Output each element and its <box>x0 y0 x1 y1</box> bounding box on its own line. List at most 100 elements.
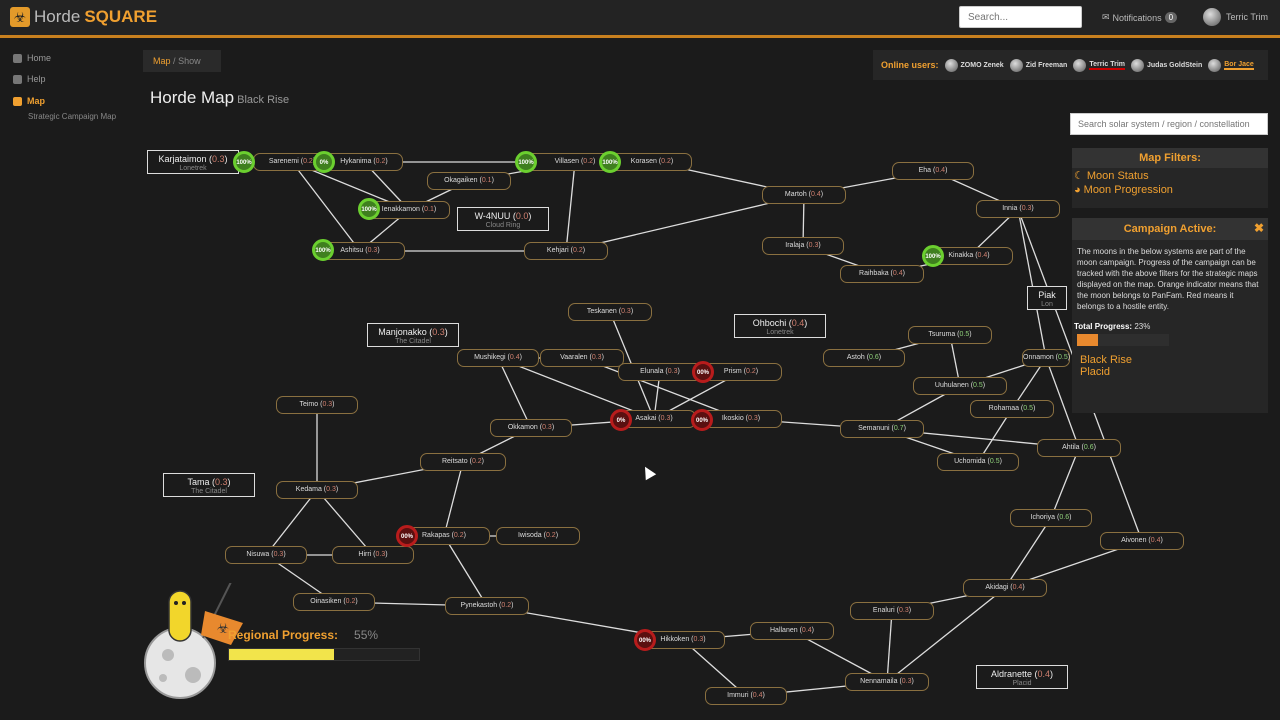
region-name: W-4NUU ( <box>474 211 516 221</box>
online-user[interactable]: ZOMO Zenek <box>944 58 1004 72</box>
region-node[interactable]: Aldranette (0.4)Placid <box>976 665 1068 689</box>
region-node[interactable]: Tama (0.3)The Citadel <box>163 473 255 497</box>
solar-system-node[interactable]: Semanuni (0.7) <box>840 420 924 438</box>
solar-system-node[interactable]: Pynekastoh (0.2) <box>445 597 529 615</box>
solar-system-node[interactable]: Rakapas (0.2) <box>398 527 490 545</box>
solar-system-node[interactable]: Rohamaa (0.5) <box>970 400 1054 418</box>
moon-progress-marker[interactable]: 00% <box>634 629 656 651</box>
region-node[interactable]: Manjonakko (0.3)The Citadel <box>367 323 459 347</box>
solar-system-node[interactable]: Reitsato (0.2) <box>420 453 506 471</box>
online-user[interactable]: Bor Jace <box>1208 58 1254 72</box>
system-paren: ) <box>519 354 522 361</box>
security-status: 0.5 <box>1058 354 1068 361</box>
security-status: 0.3 <box>322 401 333 408</box>
solar-system-node[interactable]: Raihbaka (0.4) <box>840 265 924 283</box>
region-node[interactable]: Karjataimon (0.3)Lonetrek <box>147 150 239 174</box>
moon-progress-marker[interactable]: 100% <box>515 151 537 173</box>
solar-system-node[interactable]: Innia (0.3) <box>976 200 1060 218</box>
solar-system-node[interactable]: Ikoskio (0.3) <box>700 410 782 428</box>
online-user[interactable]: Judas GoldStein <box>1131 58 1202 72</box>
solar-system-node[interactable]: Akidagi (0.4) <box>963 579 1047 597</box>
solar-system-node[interactable]: Tsuruma (0.5) <box>908 326 992 344</box>
region-name: Piak <box>1038 290 1056 300</box>
system-paren: ) <box>582 247 586 254</box>
moon-progress-marker[interactable]: 0% <box>313 151 335 173</box>
notifications-button[interactable]: ✉ Notifications 0 <box>1102 12 1178 23</box>
sidebar-item-map[interactable]: Map <box>13 96 45 106</box>
solar-system-node[interactable]: Uuhulanen (0.5) <box>913 377 1007 395</box>
map-search-input[interactable] <box>1070 113 1268 135</box>
solar-system-node[interactable]: Oinasiken (0.2) <box>293 593 375 611</box>
online-user[interactable]: Zid Freeman <box>1009 58 1067 72</box>
solar-system-node[interactable]: Immuri (0.4) <box>705 687 787 705</box>
system-paren: ) <box>377 247 380 254</box>
solar-system-node[interactable]: Okkamon (0.3) <box>490 419 572 437</box>
user-menu[interactable]: Terric Trim <box>1203 8 1268 26</box>
solar-system-node[interactable]: Ichoriya (0.6) <box>1010 509 1092 527</box>
moon-progress-marker[interactable]: 00% <box>691 409 713 431</box>
sidebar-subitem-strategic-map[interactable]: Strategic Campaign Map <box>28 112 117 121</box>
moon-progress-marker[interactable]: 100% <box>599 151 621 173</box>
solar-system-node[interactable]: Astoh (0.6) <box>823 349 905 367</box>
solar-system-node[interactable]: Ashitsu (0.3) <box>315 242 405 260</box>
system-paren: ) <box>820 191 824 198</box>
solar-system-node[interactable]: Eha (0.4) <box>892 162 974 180</box>
solar-system-node[interactable]: Prism (0.2) <box>700 363 782 381</box>
moon-progress-marker[interactable]: 100% <box>312 239 334 261</box>
solar-system-node[interactable]: Nennamaila (0.3) <box>845 673 929 691</box>
region-node[interactable]: W-4NUU (0.0)Cloud Ring <box>457 207 549 231</box>
solar-system-node[interactable]: Korasen (0.2) <box>612 153 692 171</box>
solar-system-node[interactable]: Iwisoda (0.2) <box>496 527 580 545</box>
solar-system-node[interactable]: Kehjari (0.2) <box>524 242 608 260</box>
solar-system-node[interactable]: Hirri (0.3) <box>332 546 414 564</box>
moon-progress-marker[interactable]: 100% <box>922 245 944 267</box>
brand-logo[interactable]: ☣ Horde SQUARE <box>10 7 157 27</box>
solar-system-node[interactable]: Hallanen (0.4) <box>750 622 834 640</box>
filter-moon-progression[interactable]: ◕Moon Progression <box>1072 183 1268 197</box>
search-input[interactable] <box>959 6 1082 28</box>
solar-system-node[interactable]: Martoh (0.4) <box>762 186 846 204</box>
solar-system-node[interactable]: Uchomida (0.5) <box>937 453 1019 471</box>
solar-system-node[interactable]: Teskanen (0.3) <box>568 303 652 321</box>
moon-progress-marker[interactable]: 00% <box>396 525 418 547</box>
solar-system-node[interactable]: Ahtila (0.6) <box>1037 439 1121 457</box>
jump-connection <box>1050 447 1080 519</box>
moon-progress-marker[interactable]: 0% <box>610 409 632 431</box>
solar-system-node[interactable]: Hykanima (0.2) <box>325 153 403 171</box>
sidebar-item-home[interactable]: Home <box>13 53 51 63</box>
sidebar-item-help[interactable]: Help <box>13 74 46 84</box>
system-name: Asakai ( <box>635 415 661 422</box>
solar-system-node[interactable]: Mushikegi (0.4) <box>457 349 539 367</box>
solar-system-node[interactable]: Ienakkamon (0.1) <box>368 201 450 219</box>
solar-system-node[interactable]: Vaaralen (0.3) <box>540 349 624 367</box>
solar-system-node[interactable]: Hikkoken (0.3) <box>641 631 725 649</box>
user-name: Terric Trim <box>1226 12 1268 22</box>
solar-system-node[interactable]: Teimo (0.3) <box>276 396 358 414</box>
system-paren: ) <box>999 458 1002 465</box>
solar-system-node[interactable]: Okagaiken (0.1) <box>427 172 511 190</box>
jump-connection <box>265 489 318 556</box>
solar-system-node[interactable]: Kinakka (0.4) <box>925 247 1013 265</box>
moon-progress-marker[interactable]: 100% <box>358 198 380 220</box>
breadcrumb-link-map[interactable]: Map <box>153 56 171 66</box>
moon-progress-marker[interactable]: 00% <box>692 361 714 383</box>
campaign-region-link[interactable]: Placid <box>1080 366 1110 378</box>
avatar <box>944 58 958 72</box>
close-icon[interactable]: ✖ <box>1253 221 1264 235</box>
online-user[interactable]: Terric Trim <box>1073 58 1125 72</box>
solar-system-node[interactable]: Asakai (0.3) <box>612 410 696 428</box>
solar-system-node[interactable]: Nisuwa (0.3) <box>225 546 307 564</box>
filter-moon-status[interactable]: ☾Moon Status <box>1072 168 1268 183</box>
solar-system-node[interactable]: Kedama (0.3) <box>276 481 358 499</box>
solar-system-node[interactable]: Aivonen (0.4) <box>1100 532 1184 550</box>
solar-system-node[interactable]: Elunala (0.3) <box>618 363 702 381</box>
solar-system-node[interactable]: Iralaja (0.3) <box>762 237 844 255</box>
region-node[interactable]: Ohbochi (0.4)Lonetrek <box>734 314 826 338</box>
solar-system-node[interactable]: Onnamon (0.5) <box>1022 349 1070 367</box>
campaign-region-link[interactable]: Black Rise <box>1080 354 1132 366</box>
region-constellation: Lonetrek <box>179 165 207 172</box>
moon-progress-marker[interactable]: 100% <box>233 151 255 173</box>
envelope-icon: ✉ <box>1102 12 1110 22</box>
solar-system-node[interactable]: Enaluri (0.3) <box>850 602 934 620</box>
